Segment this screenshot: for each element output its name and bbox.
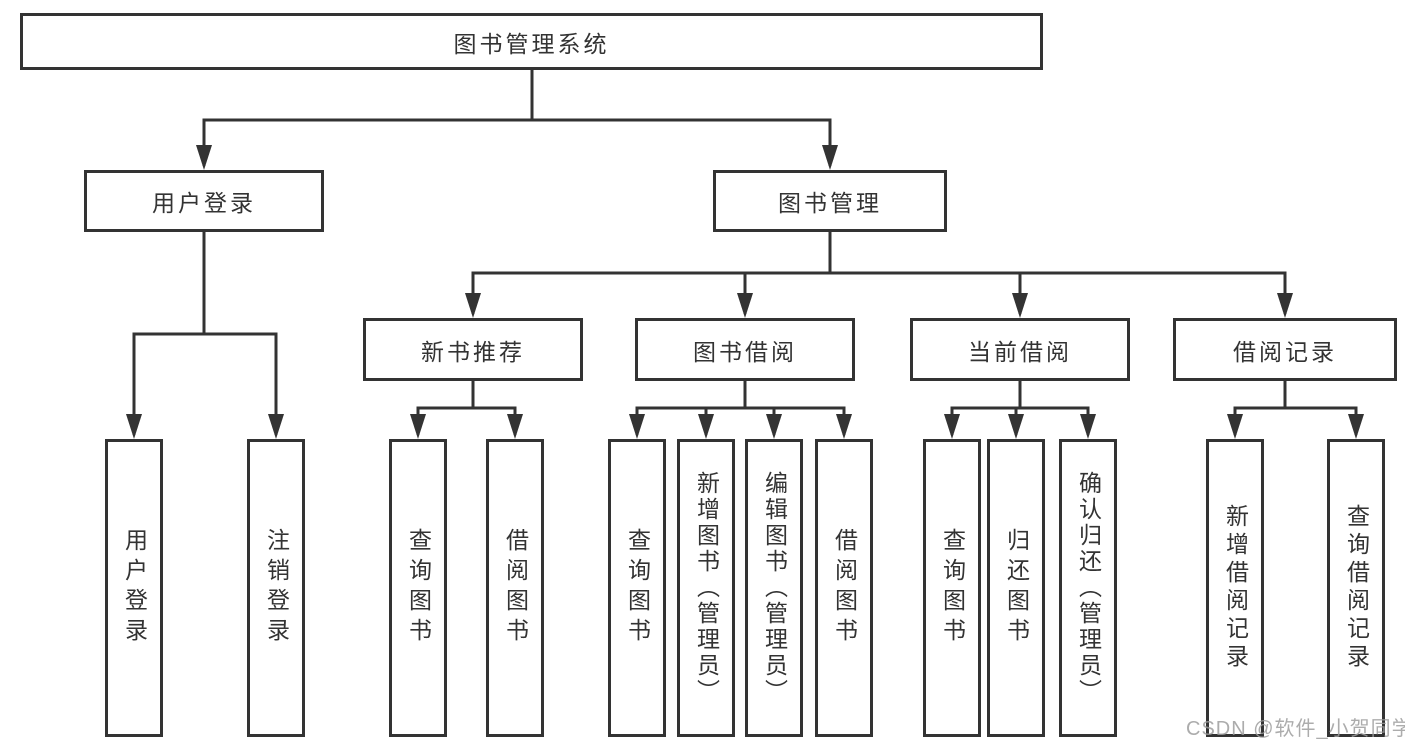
node-borrowing-records-label: 借阅记录 xyxy=(1233,338,1337,365)
leaf-add-books-admin: 新增图书（管理员） xyxy=(677,439,735,737)
leaf-user-login: 用户登录 xyxy=(105,439,163,737)
node-root: 图书管理系统 xyxy=(20,13,1043,70)
leaf-search-books-borrowing: 查询图书 xyxy=(608,439,666,737)
node-new-book-recommend-label: 新书推荐 xyxy=(421,338,525,365)
connector-book-management-sections xyxy=(465,232,1293,318)
leaf-search-books-newbook: 查询图书 xyxy=(389,439,447,737)
leaf-search-borrow-record-label: 查询借阅记录 xyxy=(1343,504,1370,672)
leaf-borrow-books-newbook-label: 借阅图书 xyxy=(502,528,529,648)
node-root-label: 图书管理系统 xyxy=(453,30,610,57)
node-book-management-label: 图书管理 xyxy=(778,190,882,216)
connector-new-book-children xyxy=(410,381,523,439)
leaf-add-borrow-record: 新增借阅记录 xyxy=(1206,439,1264,737)
node-book-borrowing-label: 图书借阅 xyxy=(693,338,797,365)
node-user-login: 用户登录 xyxy=(84,170,324,232)
leaf-return-books-label: 归还图书 xyxy=(1003,528,1030,648)
leaf-borrow-books-newbook: 借阅图书 xyxy=(486,439,544,737)
leaf-search-borrow-record: 查询借阅记录 xyxy=(1327,439,1385,737)
connector-current-borrowing-children xyxy=(944,381,1096,439)
leaf-edit-books-admin: 编辑图书（管理员） xyxy=(745,439,803,737)
leaf-add-books-admin-label: 新增图书（管理员） xyxy=(693,471,720,705)
leaf-return-books: 归还图书 xyxy=(987,439,1045,737)
node-new-book-recommend: 新书推荐 xyxy=(363,318,583,381)
leaf-search-books-current: 查询图书 xyxy=(923,439,981,737)
leaf-search-books-current-label: 查询图书 xyxy=(939,528,966,648)
node-book-management: 图书管理 xyxy=(713,170,947,232)
watermark-csdn: CSDN @软件_小贺同学 xyxy=(1186,718,1405,740)
node-current-borrowing-label: 当前借阅 xyxy=(968,338,1072,365)
leaf-borrow-books-borrowing-label: 借阅图书 xyxy=(831,528,858,648)
leaf-confirm-return-admin: 确认归还（管理员） xyxy=(1059,439,1117,737)
leaf-borrow-books-borrowing: 借阅图书 xyxy=(815,439,873,737)
leaf-search-books-newbook-label: 查询图书 xyxy=(405,528,432,648)
connector-root-to-level1 xyxy=(196,70,838,170)
connector-book-borrowing-children xyxy=(629,381,852,439)
leaf-confirm-return-admin-label: 确认归还（管理员） xyxy=(1075,471,1102,705)
node-current-borrowing: 当前借阅 xyxy=(910,318,1130,381)
node-user-login-label: 用户登录 xyxy=(152,190,256,216)
connector-user-login-children xyxy=(126,232,284,439)
leaf-add-borrow-record-label: 新增借阅记录 xyxy=(1222,504,1249,672)
leaf-user-login-label: 用户登录 xyxy=(121,528,148,648)
leaf-edit-books-admin-label: 编辑图书（管理员） xyxy=(761,471,788,705)
leaf-logout-label: 注销登录 xyxy=(263,528,290,648)
leaf-logout: 注销登录 xyxy=(247,439,305,737)
node-borrowing-records: 借阅记录 xyxy=(1173,318,1397,381)
connector-borrowing-records-children xyxy=(1227,381,1364,439)
leaf-search-books-borrowing-label: 查询图书 xyxy=(624,528,651,648)
node-book-borrowing: 图书借阅 xyxy=(635,318,855,381)
